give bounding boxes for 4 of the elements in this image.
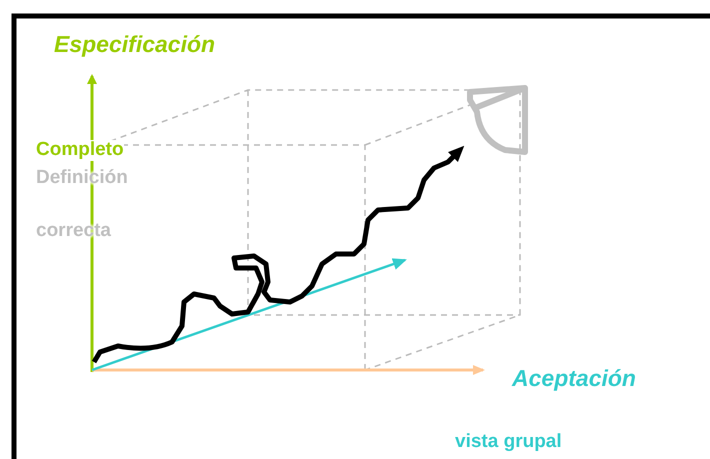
level-label: Completo [36, 140, 124, 161]
view-label: vista grupal [455, 432, 562, 453]
axis-label: Aceptación [512, 366, 636, 392]
axis-label: Especificación [54, 32, 216, 58]
